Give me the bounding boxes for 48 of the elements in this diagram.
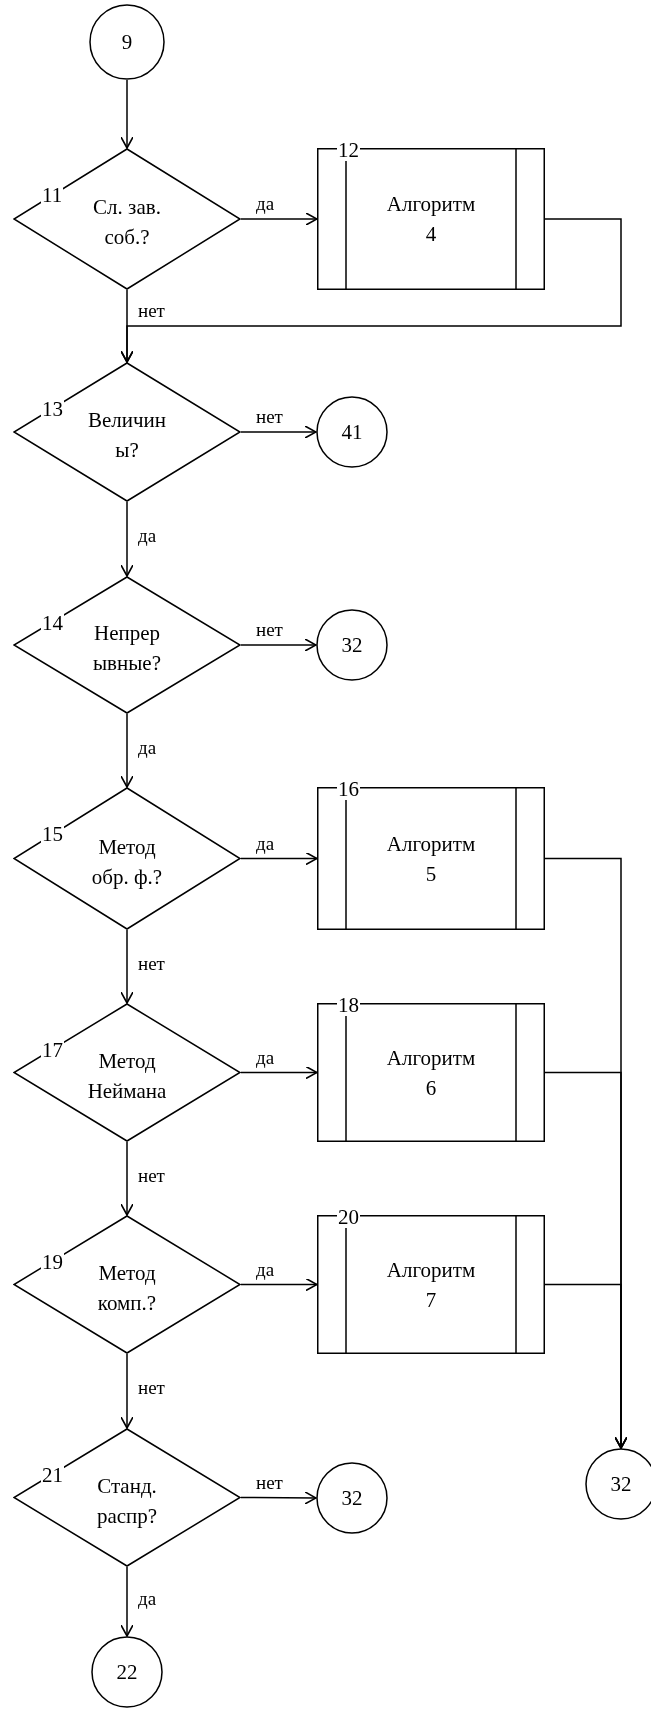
arrow (544, 1283, 628, 1449)
connector-circle (316, 1462, 388, 1534)
arrow (120, 713, 134, 788)
node-text: 9 (121, 29, 133, 56)
decision-diamond (13, 1428, 241, 1567)
decision-diamond (13, 576, 241, 714)
connector-circle (89, 4, 165, 80)
node-text: 32 (341, 632, 363, 659)
node-text: 41 (341, 419, 363, 446)
arrow (120, 1566, 134, 1637)
connector-circle (316, 609, 388, 681)
decision-diamond (13, 148, 241, 290)
arrow (120, 1141, 134, 1216)
arrow (240, 1277, 318, 1292)
arrow (120, 79, 134, 149)
node-text: Метод комп.? (96, 1259, 158, 1317)
node-text: Метод обр. ф.? (90, 833, 164, 891)
arrow (240, 638, 317, 652)
arrow (120, 218, 622, 363)
node-text: Алгоритм 5 (385, 830, 477, 888)
node-text: 32 (341, 1485, 363, 1512)
connector-circle (91, 1636, 163, 1708)
node-text: 22 (116, 1659, 138, 1686)
block-number: 13 (41, 398, 64, 420)
decision-diamond (13, 787, 241, 930)
arrow (120, 501, 134, 577)
arrow (240, 1065, 318, 1080)
arrow (240, 851, 318, 866)
decision-diamond (13, 362, 241, 502)
block-number: 11 (41, 184, 64, 206)
arrow (240, 425, 317, 439)
block-number: 15 (41, 823, 64, 845)
node-text: Алгоритм 6 (385, 1044, 477, 1102)
decision-diamond (13, 1215, 241, 1354)
node-text: Станд. распр? (95, 1472, 159, 1530)
node-text: Непрер ывные? (92, 620, 162, 677)
arrow (120, 1353, 134, 1429)
arrow (240, 212, 318, 226)
node-text: Сл. зав. соб.? (92, 194, 162, 251)
arrow (240, 1491, 317, 1505)
node-text: 32 (610, 1471, 632, 1498)
node-text: Величин ы? (86, 407, 168, 464)
connector-circle (316, 396, 388, 468)
node-text: Алгоритм 7 (385, 1256, 477, 1314)
node-text: Алгоритм 4 (385, 191, 477, 248)
arrow (120, 929, 134, 1004)
decision-diamond (13, 1003, 241, 1142)
node-text: Метод Неймана (86, 1047, 168, 1105)
